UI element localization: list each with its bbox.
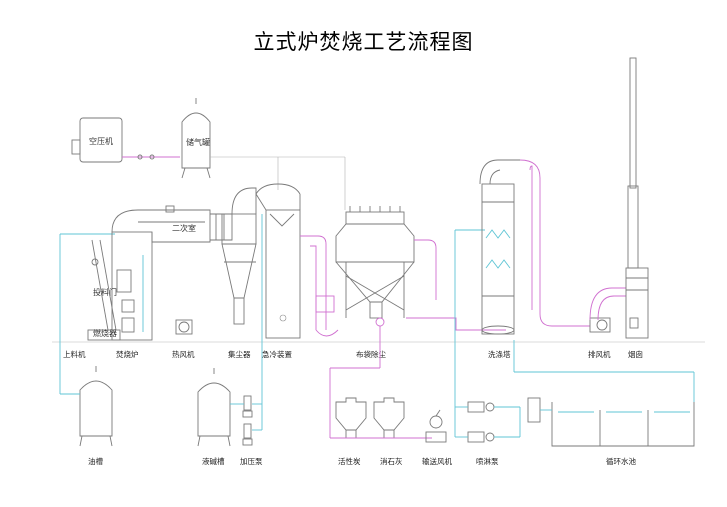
hot-air-fan-label: 热风机 bbox=[172, 349, 195, 359]
activated-carbon-label: 活性炭 bbox=[338, 456, 361, 466]
liquid-alkali-tank: 液碱槽 bbox=[197, 368, 231, 466]
dosing-pump: 加压泵 bbox=[230, 372, 263, 466]
air-compressor: 空压机 bbox=[71, 117, 180, 163]
diagram-title: 立式炉焚烧工艺流程图 bbox=[253, 30, 474, 54]
quench-tower bbox=[255, 183, 301, 372]
circulating-pool: 循环水池 bbox=[513, 340, 695, 466]
duct-to-exhaust-fan bbox=[519, 159, 590, 327]
duct-to-scrubber bbox=[406, 229, 506, 331]
gas-tank-label: 储气罐 bbox=[186, 137, 210, 147]
gas-tank: 储气罐 bbox=[181, 98, 346, 210]
feed-door-label: 投料门 bbox=[93, 287, 117, 297]
secondary-chamber-label: 二次室 bbox=[172, 223, 196, 233]
hot-air-fan bbox=[175, 319, 193, 335]
liquid-alkali-tank-label: 液碱槽 bbox=[202, 456, 225, 466]
activated-carbon-hopper: 活性炭 bbox=[335, 397, 367, 466]
dust-collector bbox=[221, 187, 257, 325]
burner-label: 燃烧器 bbox=[93, 328, 117, 338]
bag-filter-label: 布袋除尘 bbox=[356, 349, 386, 359]
dosing-pump-label: 加压泵 bbox=[240, 456, 263, 466]
incinerator-label: 焚烧炉 bbox=[116, 349, 139, 359]
oil-tank-label: 油槽 bbox=[88, 456, 103, 466]
exhaust-fan-label: 排风机 bbox=[588, 349, 611, 359]
feeder bbox=[59, 233, 121, 341]
spray-pump-label: 喷淋泵 bbox=[476, 456, 499, 466]
circulating-pool-label: 循环水池 bbox=[606, 456, 636, 466]
conveying-fan-label: 输送风机 bbox=[422, 456, 452, 466]
lime-hopper: 消石灰 bbox=[373, 397, 405, 466]
quench-tower-label: 急冷装置 bbox=[262, 349, 292, 359]
scrubber bbox=[479, 159, 520, 335]
powder-feed-line bbox=[329, 326, 432, 439]
conveying-fan: 输送风机 bbox=[422, 409, 452, 466]
incinerator: 投料门 燃烧器 bbox=[93, 231, 153, 341]
oil-tank: 油槽 bbox=[59, 330, 113, 466]
secondary-chamber: 二次室 bbox=[111, 205, 233, 243]
duct-to-bag-filter bbox=[300, 235, 339, 337]
exhaust-fan bbox=[589, 287, 626, 333]
chimney-label: 烟囱 bbox=[628, 349, 643, 359]
lime-label: 消石灰 bbox=[380, 456, 403, 466]
scrubber-label: 洗涤塔 bbox=[488, 349, 511, 359]
chimney bbox=[625, 57, 649, 339]
air-compressor-label: 空压机 bbox=[89, 136, 113, 146]
dust-collector-label: 集尘器 bbox=[228, 349, 251, 359]
bag-filter bbox=[335, 206, 415, 327]
feeder-label: 上料机 bbox=[63, 349, 86, 359]
spray-pump: 喷淋泵 bbox=[454, 330, 521, 466]
